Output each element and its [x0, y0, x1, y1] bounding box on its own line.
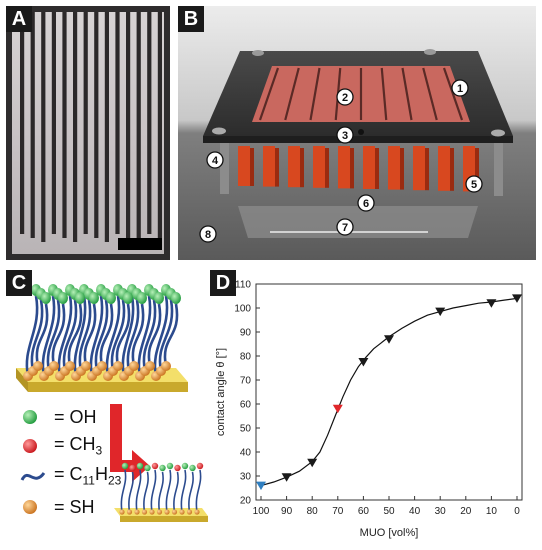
svg-text:7: 7	[342, 222, 348, 234]
orange-sphere-icon	[23, 500, 37, 514]
y-axis-label: contact angle θ [°]	[215, 348, 227, 436]
x-tick-label: 40	[409, 506, 421, 517]
red-sphere-icon	[23, 438, 37, 453]
svg-text:8: 8	[205, 229, 211, 241]
x-tick-label: 0	[514, 506, 520, 517]
callout-3: 3	[336, 126, 354, 144]
y-tick-label: 70	[240, 376, 252, 387]
x-tick-label: 20	[460, 506, 472, 517]
y-tick-label: 100	[234, 304, 251, 315]
monolayer-illustration	[16, 284, 208, 522]
data-point	[281, 473, 292, 482]
legend-item-green-sphere: = OH	[20, 406, 97, 428]
svg-text:6: 6	[363, 198, 369, 210]
callout-5: 5	[465, 175, 483, 193]
svg-text:3: 3	[342, 130, 348, 142]
data-point	[358, 358, 369, 367]
y-tick-label: 90	[240, 328, 252, 339]
stripe-pattern	[12, 12, 164, 254]
data-point	[307, 458, 318, 468]
spacer-post	[494, 116, 503, 196]
legend-item-chain: = C11H23	[20, 464, 121, 488]
data-point	[486, 299, 497, 308]
y-tick-label: 80	[240, 352, 252, 363]
x-tick-label: 70	[332, 506, 344, 517]
x-tick-label: 30	[435, 506, 447, 517]
callout-7: 7	[336, 218, 354, 236]
stamp-bars	[238, 146, 479, 192]
x-tick-label: 100	[253, 506, 270, 517]
callout-numbers: 1 2 3 4 5 6 7 8	[199, 79, 483, 243]
data-point	[332, 404, 343, 414]
panel-c-label: C	[6, 270, 32, 296]
data-point	[256, 481, 266, 491]
legend-item-red-sphere: = CH3	[20, 434, 102, 458]
setup-illustration: 1 2 3 4 5 6 7 8	[178, 6, 536, 260]
monolayer-molecules	[23, 284, 181, 381]
y-tick-label: 50	[240, 424, 252, 435]
data-point	[384, 335, 394, 344]
y-tick-label: 40	[240, 448, 252, 459]
svg-text:5: 5	[471, 179, 477, 191]
y-tick-label: 110	[235, 280, 251, 291]
x-tick-label: 10	[486, 506, 498, 517]
legend-item-orange-sphere: = SH	[20, 496, 95, 518]
panel-a-micrograph: A	[6, 6, 170, 260]
x-tick-label: 90	[281, 506, 293, 517]
legend-text: = OH	[54, 406, 97, 427]
callout-4: 4	[206, 151, 224, 169]
panel-b-label: B	[178, 6, 204, 32]
panel-a-label: A	[6, 6, 32, 32]
spacer-post	[220, 116, 229, 194]
glass-slide	[238, 206, 478, 238]
panel-d-label: D	[210, 270, 236, 296]
plot-frame	[255, 283, 523, 501]
svg-text:2: 2	[342, 92, 348, 104]
callout-6: 6	[357, 194, 375, 212]
mixed-monolayer-molecules	[119, 462, 204, 515]
scale-bar	[118, 238, 162, 250]
x-tick-label: 60	[358, 506, 370, 517]
svg-text:1: 1	[457, 83, 463, 95]
y-tick-label: 20	[240, 496, 252, 507]
data-point	[435, 307, 446, 317]
callout-8: 8	[199, 225, 217, 243]
green-sphere-icon	[23, 410, 37, 424]
callout-2: 2	[336, 88, 354, 106]
data-point	[512, 294, 522, 303]
legend-text: = C11H23	[54, 464, 122, 488]
svg-text:4: 4	[212, 155, 219, 167]
arrow-icon	[110, 404, 150, 482]
fit-curve	[260, 297, 518, 487]
y-tick-label: 30	[240, 472, 252, 483]
chain-icon	[20, 471, 46, 481]
x-axis-label: MUO [vol%]	[360, 527, 419, 539]
legend-text: = SH	[54, 496, 95, 517]
y-tick-label: 60	[240, 400, 252, 411]
legend-text: = CH3	[54, 434, 103, 458]
panel-b-setup-render: B 1 2 3 4	[178, 6, 536, 260]
stripe-micrograph	[6, 6, 170, 260]
x-tick-label: 80	[307, 506, 319, 517]
panel-c-sam-schematic: C = OH = CH3 = C11H23 = SH	[6, 270, 210, 546]
x-tick-label: 50	[383, 506, 395, 517]
callout-1: 1	[451, 79, 469, 97]
